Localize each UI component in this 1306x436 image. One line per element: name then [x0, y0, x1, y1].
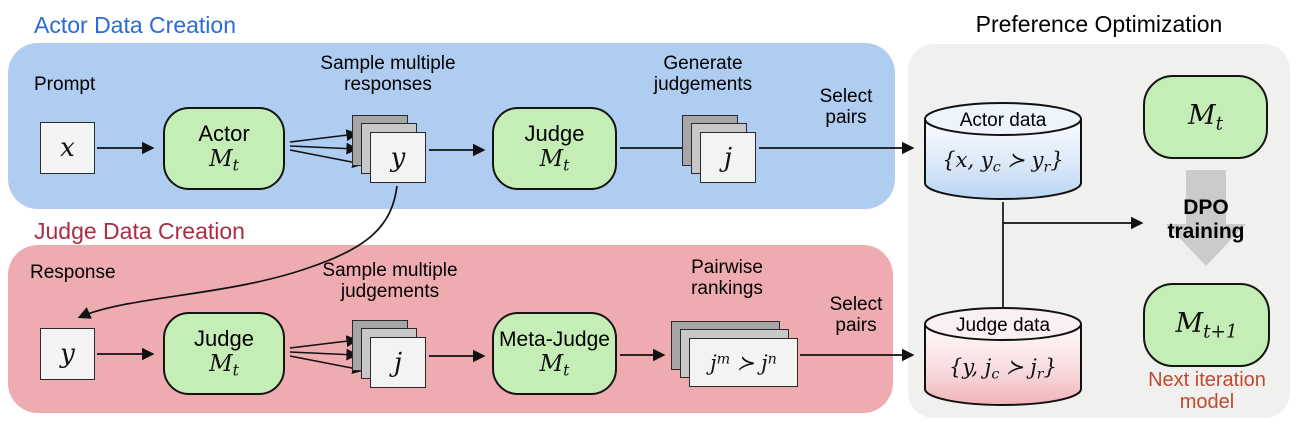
meta-judge-title: Meta-Judge — [499, 327, 610, 351]
j-math: j — [393, 347, 403, 378]
x-math: x — [60, 133, 75, 163]
actor-data-formula: {x, yc ≻ yr} — [942, 148, 1064, 176]
judgement-stack-icon: j — [682, 115, 758, 185]
y-math: y — [390, 142, 406, 173]
select-pairs-label-bottom: Select pairs — [829, 294, 883, 336]
next-model-box: Mt+1 — [1143, 283, 1270, 367]
meta-judge-model-box: Meta-Judge Mt — [492, 312, 617, 395]
ranking-stack-icon: jm ≻ jn — [671, 321, 799, 388]
response-stack-icon: y — [352, 115, 428, 185]
judge-model-title: Judge — [194, 326, 254, 352]
sample-judgements-label: Sample multiple judgements — [322, 260, 458, 302]
y-math: y — [60, 339, 75, 369]
m-t-math: Mt — [1187, 99, 1224, 135]
dpo-training-label: DPO training — [1167, 196, 1245, 244]
stack-card-front: jm ≻ jn — [689, 338, 798, 387]
sample-responses-label: Sample multiple responses — [320, 53, 456, 95]
j-math: j — [723, 142, 733, 173]
current-model-box: Mt — [1143, 75, 1268, 159]
prompt-label: Prompt — [34, 74, 96, 95]
generate-judgements-label: Generate judgements — [653, 53, 753, 95]
judge-model-box-bottom: Judge Mt — [163, 312, 285, 395]
actor-section-title: Actor Data Creation — [34, 12, 236, 38]
stack-card-front: j — [370, 337, 426, 388]
stack-card-front: j — [700, 132, 756, 183]
actor-model-math: Mt — [209, 146, 239, 175]
preference-section-title: Preference Optimization — [975, 11, 1223, 37]
meta-judge-math: Mt — [539, 350, 570, 380]
judge-section-title: Judge Data Creation — [34, 218, 245, 244]
judge-data-title: Judge data — [955, 315, 1051, 336]
judge-model-title: Judge — [524, 121, 585, 147]
judgement-stack-icon-bottom: j — [352, 320, 428, 390]
judge-data-cylinder-icon: Judge data {y, jc ≻ jr} — [923, 305, 1083, 408]
response-label: Response — [30, 262, 116, 283]
stack-card-front: y — [370, 132, 426, 183]
select-pairs-label-top: Select pairs — [819, 86, 873, 128]
pairwise-rankings-label: Pairwise rankings — [691, 257, 763, 299]
judge-data-formula: {y, jc ≻ jr} — [949, 355, 1057, 383]
judge-model-math: Mt — [209, 351, 239, 380]
prompt-x-box: x — [40, 122, 95, 174]
m-t1-math: Mt+1 — [1175, 307, 1238, 343]
actor-model-box: Actor Mt — [163, 107, 285, 190]
actor-data-title: Actor data — [959, 110, 1047, 131]
judge-model-math: Mt — [539, 146, 570, 175]
judge-model-box: Judge Mt — [492, 107, 617, 190]
next-iteration-label: Next iteration model — [1148, 369, 1266, 413]
actor-model-title: Actor — [198, 121, 250, 147]
response-y-box: y — [40, 328, 95, 380]
ranking-math: jm ≻ jn — [710, 350, 777, 375]
actor-data-cylinder-icon: Actor data {x, yc ≻ yr} — [923, 100, 1083, 202]
